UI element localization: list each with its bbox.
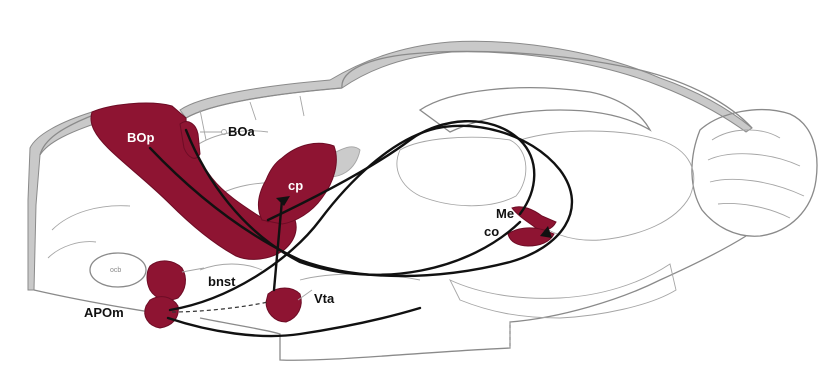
- pons-contour: [450, 264, 676, 318]
- label-boa: BOa: [228, 124, 256, 139]
- label-co: co: [484, 224, 499, 239]
- label-me: Me: [496, 206, 514, 221]
- label-cp: cp: [288, 178, 303, 193]
- region-vta: [266, 288, 301, 322]
- label-vta: Vta: [314, 291, 335, 306]
- label-bnst: bnst: [208, 274, 236, 289]
- brain-lower-contour: [34, 236, 746, 360]
- region-me: [512, 207, 556, 230]
- frontal-inner-contour: [48, 206, 130, 258]
- label-apom: APOm: [84, 305, 124, 320]
- label-bop: BOp: [127, 130, 155, 145]
- region-bnst: [147, 261, 185, 300]
- cortex-band-front: [28, 112, 100, 290]
- thalamus-contour: [397, 137, 526, 206]
- cortex-band-top: [180, 41, 752, 132]
- cerebellum-folia: [708, 130, 804, 218]
- label-ocb: ocb: [110, 267, 121, 274]
- cerebellum: [692, 110, 817, 237]
